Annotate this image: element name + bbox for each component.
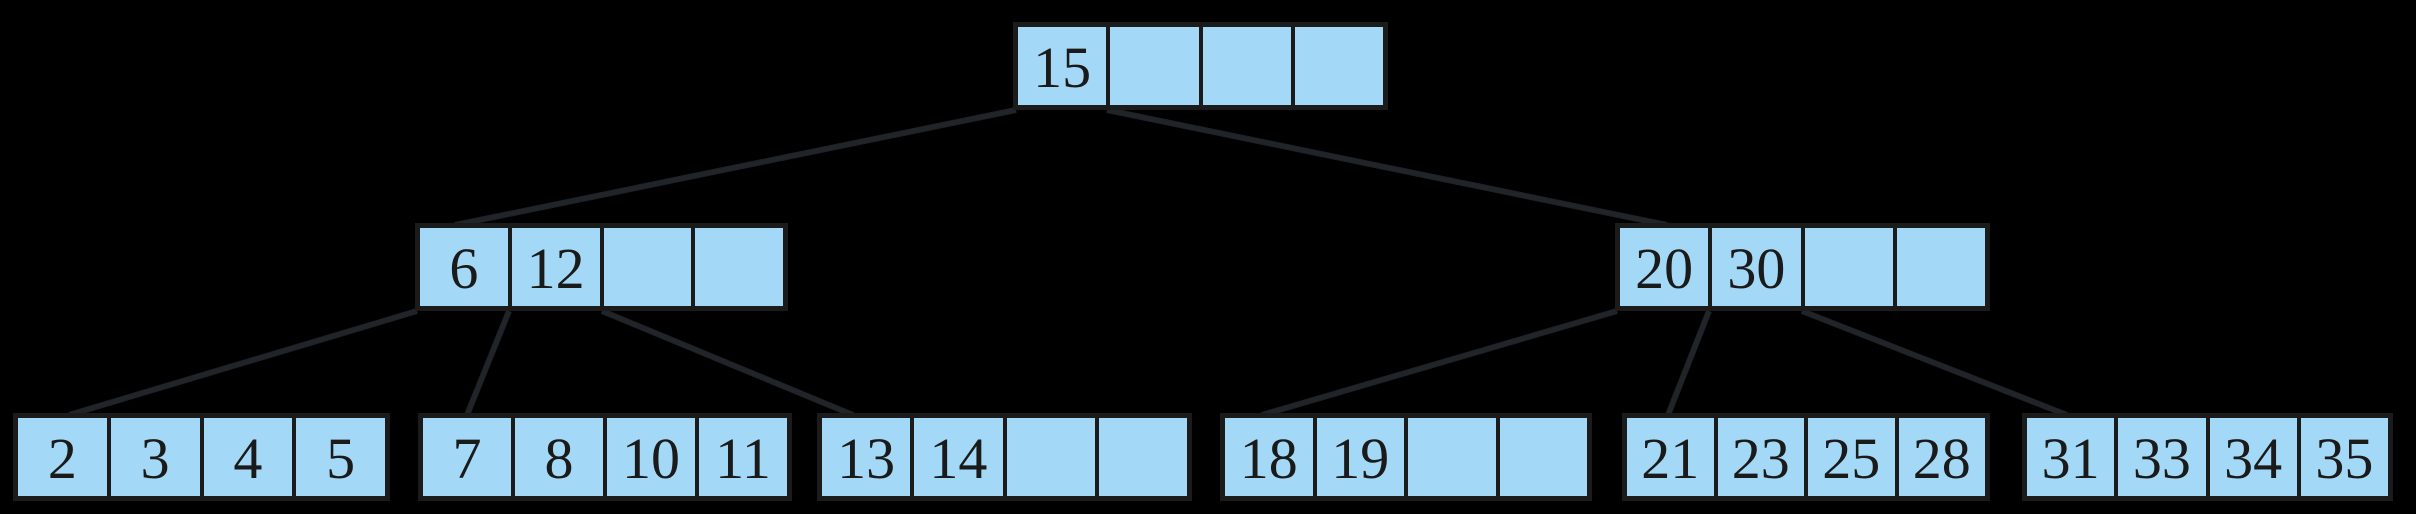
btree-cell: 28	[1894, 418, 1986, 496]
edge-int-right-leaf6	[1800, 308, 2069, 418]
btree-node-root: 15	[1013, 22, 1388, 110]
btree-node-leaf-3: 13 14	[817, 413, 1192, 501]
btree-node-leaf-4: 18 19	[1220, 413, 1592, 501]
btree-node-internal-right: 20 30	[1615, 223, 1990, 311]
edge-int-right-leaf4	[1261, 308, 1618, 418]
btree-cell: 13	[837, 425, 896, 491]
btree-cell: 33	[2114, 418, 2205, 496]
btree-cell: 30	[1708, 228, 1800, 306]
btree-cell: 7	[452, 425, 482, 491]
btree-cell: 20	[1635, 235, 1694, 301]
btree-cell: 12	[507, 228, 600, 306]
btree-cell: 10	[603, 418, 695, 496]
btree-node-leaf-1: 2 3 4 5	[13, 413, 390, 501]
btree-cell: 4	[199, 418, 293, 496]
btree-cell	[1106, 27, 1198, 105]
edge-int-right-leaf5	[1665, 309, 1712, 417]
edge-int-left-leaf3	[600, 308, 855, 418]
btree-node-internal-left: 6 12	[415, 223, 788, 311]
edge-root-int-right	[1106, 107, 1668, 228]
btree-cell: 35	[2296, 418, 2388, 496]
btree-cell	[1404, 418, 1496, 496]
btree-cell: 8	[511, 418, 603, 496]
edge-root-int-left	[454, 107, 1017, 228]
btree-node-leaf-5: 21 23 25 28	[1622, 413, 1990, 501]
btree-cell: 23	[1713, 418, 1805, 496]
btree-cell	[1892, 228, 1985, 306]
btree-cell: 11	[695, 418, 787, 496]
edge-int-left-leaf2	[464, 309, 512, 417]
btree-cell: 25	[1804, 418, 1895, 496]
btree-cell: 2	[47, 425, 77, 491]
edge-int-left-leaf1	[68, 308, 418, 418]
btree-cell	[1198, 27, 1291, 105]
btree-cell: 21	[1641, 425, 1700, 491]
btree-cell	[1495, 418, 1588, 496]
btree-node-leaf-2: 7 8 10 11	[418, 413, 792, 501]
btree-cell: 5	[292, 418, 385, 496]
btree-cell	[691, 228, 783, 306]
btree-cell: 15	[1033, 34, 1092, 100]
btree-cell	[1094, 418, 1187, 496]
btree-cell	[1290, 27, 1383, 105]
btree-cell	[1800, 228, 1893, 306]
btree-cell: 34	[2205, 418, 2297, 496]
btree-cell	[599, 228, 692, 306]
btree-cell	[1002, 418, 1095, 496]
btree-cell: 14	[910, 418, 1002, 496]
btree-node-leaf-6: 31 33 34 35	[2022, 413, 2393, 501]
btree-cell: 3	[106, 418, 200, 496]
btree-cell: 31	[2041, 425, 2100, 491]
btree-cell: 6	[449, 235, 479, 301]
btree-cell: 18	[1239, 425, 1298, 491]
btree-cell: 19	[1312, 418, 1405, 496]
